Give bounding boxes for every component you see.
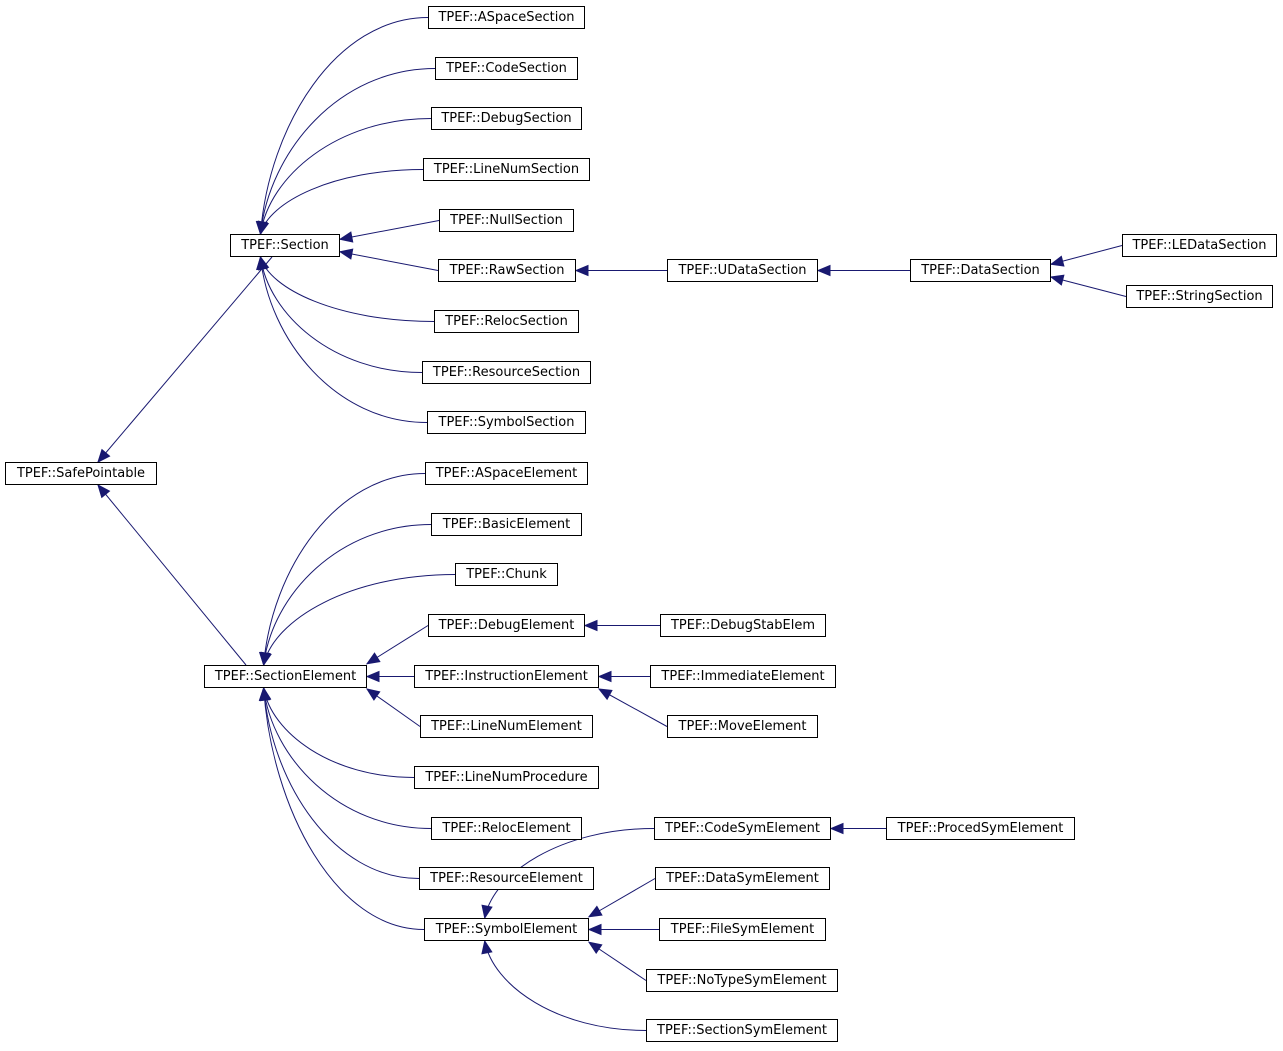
class-node-sectionelement[interactable]: TPEF::SectionElement — [204, 665, 367, 688]
class-node-safepointable[interactable]: TPEF::SafePointable — [5, 462, 157, 485]
class-node-resourcesection[interactable]: TPEF::ResourceSection — [422, 361, 591, 384]
inheritance-arrowhead — [829, 822, 844, 835]
class-node-section[interactable]: TPEF::Section — [230, 234, 340, 257]
inheritance-arrowhead — [1049, 274, 1065, 286]
inheritance-edge — [263, 687, 432, 829]
inheritance-arrowhead — [365, 670, 380, 683]
inheritance-edge — [598, 688, 668, 727]
inheritance-edge — [260, 256, 428, 423]
class-node-udatasection[interactable]: TPEF::UDataSection — [667, 259, 818, 282]
inheritance-arrowhead — [365, 652, 381, 665]
inheritance-edge — [263, 524, 432, 666]
inheritance-edge — [588, 878, 656, 918]
inheritance-edge — [260, 68, 436, 235]
inheritance-edge — [97, 256, 273, 463]
class-node-debugsection[interactable]: TPEF::DebugSection — [431, 107, 582, 130]
class-node-debugelement[interactable]: TPEF::DebugElement — [428, 614, 585, 637]
inheritance-edge — [339, 251, 439, 271]
class-node-resourceelement[interactable]: TPEF::ResourceElement — [419, 867, 594, 890]
class-node-procedsymelement[interactable]: TPEF::ProcedSymElement — [886, 817, 1075, 840]
inheritance-edge — [260, 256, 435, 322]
inheritance-arrowhead — [1049, 255, 1065, 267]
inheritance-edge — [263, 473, 426, 666]
inheritance-arrowhead — [597, 670, 612, 683]
inheritance-arrowhead — [587, 905, 603, 918]
inheritance-arrowhead — [583, 619, 598, 632]
class-node-debugstabelem[interactable]: TPEF::DebugStabElem — [660, 614, 826, 637]
class-node-aspacesection[interactable]: TPEF::ASpaceSection — [428, 6, 585, 29]
inheritance-arrowhead — [97, 483, 111, 499]
inheritance-arrowhead — [597, 688, 613, 701]
class-node-datasymelement[interactable]: TPEF::DataSymElement — [655, 867, 830, 890]
inheritance-edge — [263, 687, 420, 879]
inheritance-edge — [1050, 276, 1127, 297]
class-node-symbolelement[interactable]: TPEF::SymbolElement — [424, 918, 589, 941]
inheritance-arrowhead — [574, 264, 589, 277]
inheritance-arrowhead — [587, 941, 603, 954]
class-node-linenumelement[interactable]: TPEF::LineNumElement — [420, 715, 593, 738]
class-node-relocsection[interactable]: TPEF::RelocSection — [434, 310, 579, 333]
class-node-rawsection[interactable]: TPEF::RawSection — [438, 259, 576, 282]
inheritance-edge — [97, 484, 247, 666]
inheritance-arrowhead — [816, 264, 831, 277]
class-node-ledatasection[interactable]: TPEF::LEDataSection — [1122, 234, 1277, 257]
inheritance-arrowhead — [338, 231, 354, 243]
class-node-immediateelement[interactable]: TPEF::ImmediateElement — [650, 665, 836, 688]
class-node-stringsection[interactable]: TPEF::StringSection — [1126, 285, 1273, 308]
inheritance-arrowhead — [365, 688, 381, 701]
inheritance-arrowhead — [256, 255, 268, 271]
class-node-moveelement[interactable]: TPEF::MoveElement — [667, 715, 818, 738]
inheritance-arrowhead — [97, 448, 111, 463]
inheritance-edge — [260, 169, 424, 235]
inheritance-arrowhead — [258, 686, 271, 701]
inheritance-arrowhead — [257, 220, 270, 236]
inheritance-edge — [484, 940, 647, 1031]
inheritance-edge — [260, 256, 423, 373]
class-node-codesection[interactable]: TPEF::CodeSection — [435, 57, 578, 80]
class-node-notypesymelement[interactable]: TPEF::NoTypeSymElement — [646, 969, 838, 992]
class-node-instructionelement[interactable]: TPEF::InstructionElement — [414, 665, 599, 688]
inheritance-edge — [484, 828, 655, 919]
inheritance-edge — [260, 17, 429, 235]
inheritance-arrowhead — [587, 923, 602, 936]
inheritance-edge — [260, 118, 432, 235]
inheritance-edge — [263, 687, 425, 930]
class-node-filesymelement[interactable]: TPEF::FileSymElement — [659, 918, 826, 941]
inheritance-arrowhead — [481, 904, 493, 920]
class-node-codesymelement[interactable]: TPEF::CodeSymElement — [654, 817, 831, 840]
class-node-chunk[interactable]: TPEF::Chunk — [455, 563, 558, 586]
class-node-linenumprocedure[interactable]: TPEF::LineNumProcedure — [414, 766, 599, 789]
class-node-relocelement[interactable]: TPEF::RelocElement — [431, 817, 582, 840]
class-node-basicelement[interactable]: TPEF::BasicElement — [431, 513, 582, 536]
class-node-nullsection[interactable]: TPEF::NullSection — [439, 209, 574, 232]
class-node-aspaceelement[interactable]: TPEF::ASpaceElement — [425, 462, 588, 485]
inheritance-arrowhead — [481, 939, 493, 955]
class-node-linenumsection[interactable]: TPEF::LineNumSection — [423, 158, 590, 181]
inheritance-edge — [263, 687, 415, 778]
class-node-symbolsection[interactable]: TPEF::SymbolSection — [427, 411, 586, 434]
inheritance-edge — [263, 574, 456, 666]
class-node-sectionsymelement[interactable]: TPEF::SectionSymElement — [646, 1019, 838, 1042]
inheritance-arrowhead — [338, 248, 354, 260]
inheritance-edge — [339, 220, 440, 240]
class-node-datasection[interactable]: TPEF::DataSection — [910, 259, 1051, 282]
inheritance-arrowhead — [260, 651, 272, 667]
